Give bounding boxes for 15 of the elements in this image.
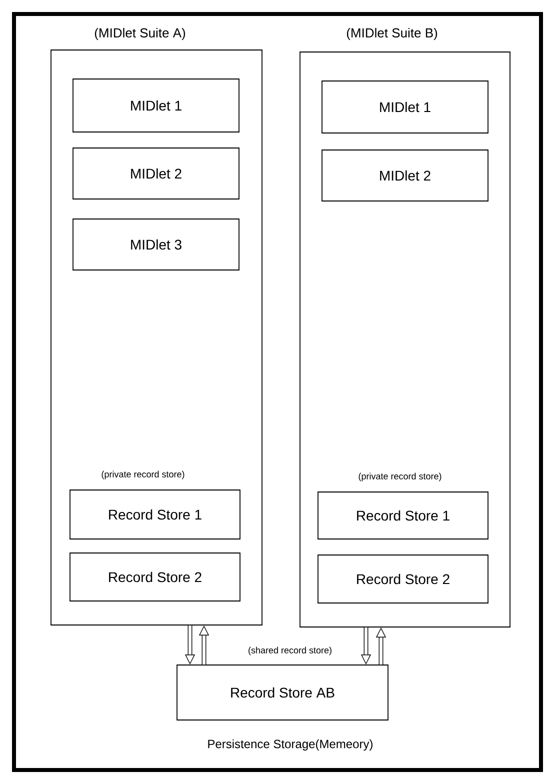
process-box: Record Store 1: [70, 490, 240, 540]
process-box: MIDlet 1: [322, 80, 488, 134]
note-text: (private record store): [102, 470, 184, 480]
process-box: MIDlet 3: [72, 218, 240, 270]
process-box: MIDlet 1: [72, 78, 240, 132]
node-label: (MIDlet Suite A): [94, 28, 186, 40]
note-text: (private record store): [358, 472, 442, 482]
process-box: Record Store AB: [176, 664, 388, 720]
process-box: Record Store 2: [70, 552, 240, 602]
process-box: Record Store 1: [318, 492, 488, 540]
note-text: (shared record store): [248, 646, 332, 656]
process-box: Record Store 2: [318, 554, 488, 604]
process-box: MIDlet 2: [72, 148, 240, 200]
process-box: MIDlet 2: [322, 150, 488, 202]
node-label: (MIDlet Suite B): [346, 28, 438, 40]
